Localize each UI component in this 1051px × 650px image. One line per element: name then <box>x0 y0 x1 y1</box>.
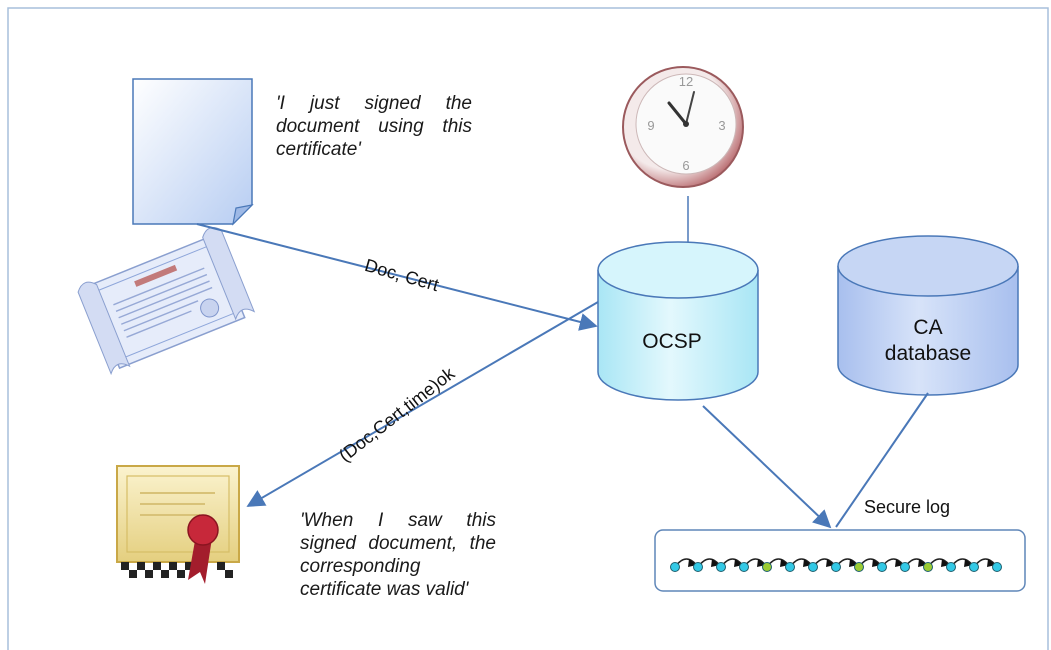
ocsp-cylinder <box>597 241 759 401</box>
log-entry-node <box>716 562 726 572</box>
log-entry-node <box>969 562 979 572</box>
secure-log-chain <box>670 558 1002 572</box>
svg-text:12: 12 <box>679 74 693 89</box>
log-entry-node <box>946 562 956 572</box>
ocsp-label: OCSP <box>642 330 702 353</box>
svg-text:6: 6 <box>682 158 689 173</box>
log-entry-node <box>831 562 841 572</box>
log-entry-node <box>992 562 1002 572</box>
award-certificate-icon <box>116 465 240 584</box>
ca-label-line2: database <box>884 342 972 365</box>
log-entry-node <box>923 562 933 572</box>
log-entry-node <box>693 562 703 572</box>
verifier-quote: 'When I saw this signed document, the co… <box>300 510 496 600</box>
ca-database-label: CA database <box>836 315 1020 367</box>
log-entry-node <box>900 562 910 572</box>
log-entry-node <box>762 562 772 572</box>
diagram-frame <box>7 7 1049 650</box>
document-icon <box>132 78 254 226</box>
signer-quote: 'I just signed the document using this c… <box>276 93 472 160</box>
log-entry-node <box>739 562 749 572</box>
log-entry-node <box>854 562 864 572</box>
secure-log-label: Secure log <box>864 497 951 517</box>
certificate-scroll-icon <box>77 227 256 376</box>
log-entry-node <box>808 562 818 572</box>
arrow-ca-to-log <box>835 392 929 528</box>
arrow-ocsp-to-log <box>702 405 832 529</box>
arrow-doc-to-ocsp <box>196 223 598 331</box>
svg-text:3: 3 <box>718 118 725 133</box>
log-entry-node <box>670 562 680 572</box>
ca-label-line1: CA <box>913 316 943 339</box>
svg-text:9: 9 <box>647 118 654 133</box>
ca-database-cylinder <box>837 235 1019 396</box>
secure-log-box <box>654 529 1026 592</box>
log-entry-node <box>877 562 887 572</box>
log-entry-node <box>785 562 795 572</box>
arrow-ocsp-to-verifier <box>246 301 599 507</box>
clock-icon: 12 9 3 6 <box>622 66 744 188</box>
